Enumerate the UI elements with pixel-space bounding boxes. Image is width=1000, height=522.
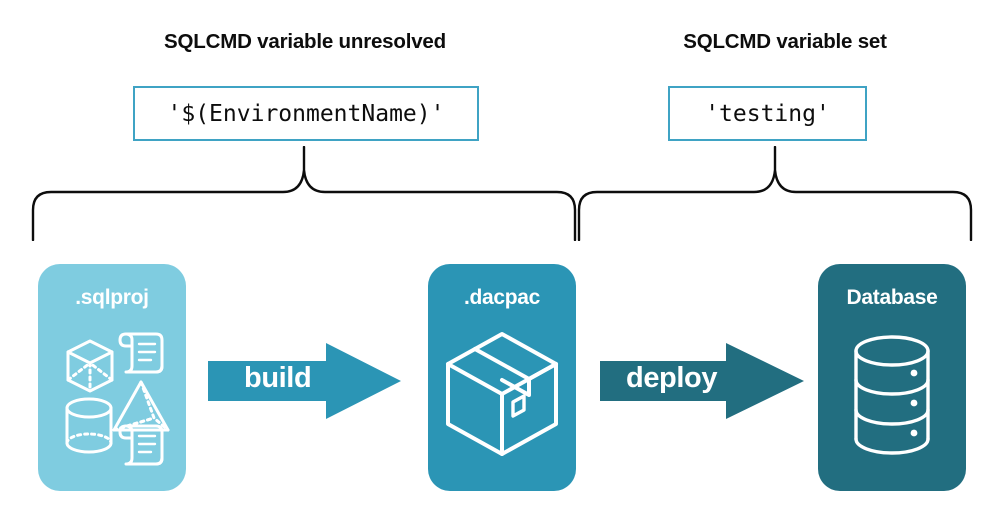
heading-sqlcmd-set: SQLCMD variable set — [683, 30, 887, 53]
database-artwork — [854, 335, 930, 455]
scroll-icon — [118, 332, 164, 374]
cube-icon — [66, 339, 114, 393]
stage-label-sqlproj: .sqlproj — [75, 286, 149, 309]
arrow-deploy-shape — [600, 343, 804, 419]
stage-box-dacpac: .dacpac — [428, 264, 576, 491]
pyramid-icon — [112, 380, 170, 432]
dacpac-artwork — [446, 332, 558, 456]
code-box-testing: 'testing' — [668, 86, 867, 141]
brace-left — [31, 146, 577, 241]
stage-label-database: Database — [846, 286, 938, 309]
database-cylinder-icon — [854, 335, 930, 455]
arrow-deploy: deploy — [600, 341, 805, 426]
stage-label-dacpac: .dacpac — [463, 286, 541, 309]
heading-sqlcmd-unresolved: SQLCMD variable unresolved — [164, 30, 446, 53]
brace-right — [577, 146, 973, 241]
scroll-icon — [118, 424, 164, 466]
arrow-deploy-label: deploy — [626, 362, 718, 394]
arrow-build-shape — [208, 343, 401, 419]
sqlproj-artwork — [65, 332, 170, 466]
code-box-environment-name: '$(EnvironmentName)' — [133, 86, 479, 141]
stage-box-sqlproj: .sqlproj — [38, 264, 186, 491]
package-box-icon — [446, 332, 558, 456]
arrow-build-label: build — [244, 362, 312, 394]
cylinder-icon — [65, 397, 113, 454]
stage-box-database: Database — [818, 264, 966, 491]
arrow-build: build — [208, 341, 402, 426]
